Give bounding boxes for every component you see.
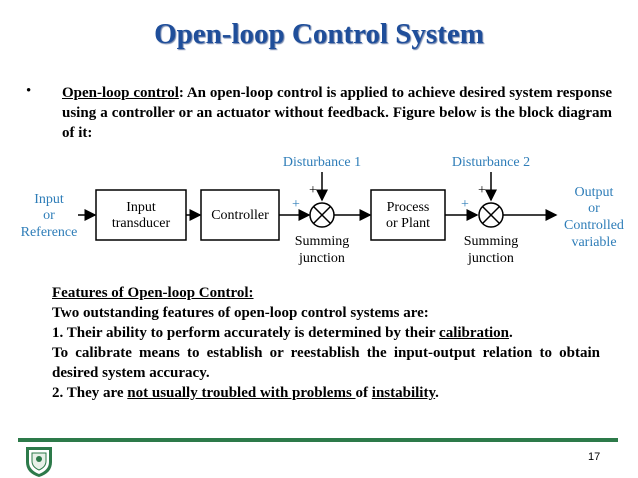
plus-sign-2b: + (478, 183, 486, 198)
bullet-body: : An open-loop control is applied to ach… (62, 85, 612, 141)
block-process-line1: Process (387, 200, 430, 215)
summing-junction-2 (478, 202, 504, 228)
block-input-transducer-line2: transducer (112, 216, 171, 231)
feature-point-2-end: . (435, 385, 439, 401)
slide-title: Open-loop Control System (154, 18, 484, 50)
calibration-definition: To calibrate means to establish or reest… (52, 345, 600, 381)
input-label-line3: Reference (21, 225, 78, 240)
plus-sign-2a: + (461, 197, 469, 212)
disturbance-1-label: Disturbance 1 (283, 155, 361, 170)
feature-point-2-term2: instability (371, 385, 436, 401)
block-process-line2: or Plant (386, 216, 430, 231)
footer-bar (18, 438, 618, 442)
output-label-line1: Output (575, 185, 614, 200)
feature-point-2-text: 2. They are (52, 385, 128, 401)
feature-point-1-text: 1. Their ability to perform accurately i… (52, 325, 440, 341)
summing-junction-1 (309, 202, 335, 228)
plus-sign-1b: + (309, 183, 317, 198)
summing-2-line2: junction (467, 251, 514, 266)
feature-point-2-term1: not usually troubled with problems (127, 385, 356, 401)
block-input-transducer-line1: Input (126, 200, 156, 215)
bullet-text: Open-loop control: An open-loop control … (62, 83, 612, 143)
university-logo (26, 447, 52, 477)
features-section: Features of Open-loop Control: Two outst… (52, 283, 600, 403)
input-label-line2: or (43, 208, 55, 223)
feature-point-2-mid: of (355, 385, 372, 401)
disturbance-2-label: Disturbance 2 (452, 155, 530, 170)
block-process-plant (370, 189, 446, 241)
features-intro: Two outstanding features of open-loop co… (52, 305, 429, 321)
feature-point-1-end: . (509, 325, 513, 341)
block-diagram: Input or Reference Input transducer Cont… (21, 155, 624, 266)
feature-point-1-term: calibration (439, 325, 510, 341)
block-input-transducer (95, 189, 187, 241)
output-label-line2: or (588, 201, 600, 216)
plus-sign-1a: + (292, 197, 300, 212)
features-heading: Features of Open-loop Control: (52, 285, 254, 301)
summing-1-line2: junction (298, 251, 345, 266)
page-number: 17 (588, 451, 601, 463)
bullet-term: Open-loop control (62, 85, 179, 101)
summing-2-line1: Summing (464, 234, 518, 249)
summing-1-line1: Summing (295, 234, 349, 249)
block-controller-label: Controller (211, 208, 269, 223)
output-label-line4: variable (571, 235, 616, 250)
feature-point-1: 1. Their ability to perform accurately i… (52, 323, 600, 343)
output-label-line3: Controlled (564, 218, 624, 233)
feature-point-2: 2. They are not usually troubled with pr… (52, 383, 600, 403)
bullet-symbol: • (26, 83, 32, 99)
input-label-line1: Input (34, 192, 64, 207)
